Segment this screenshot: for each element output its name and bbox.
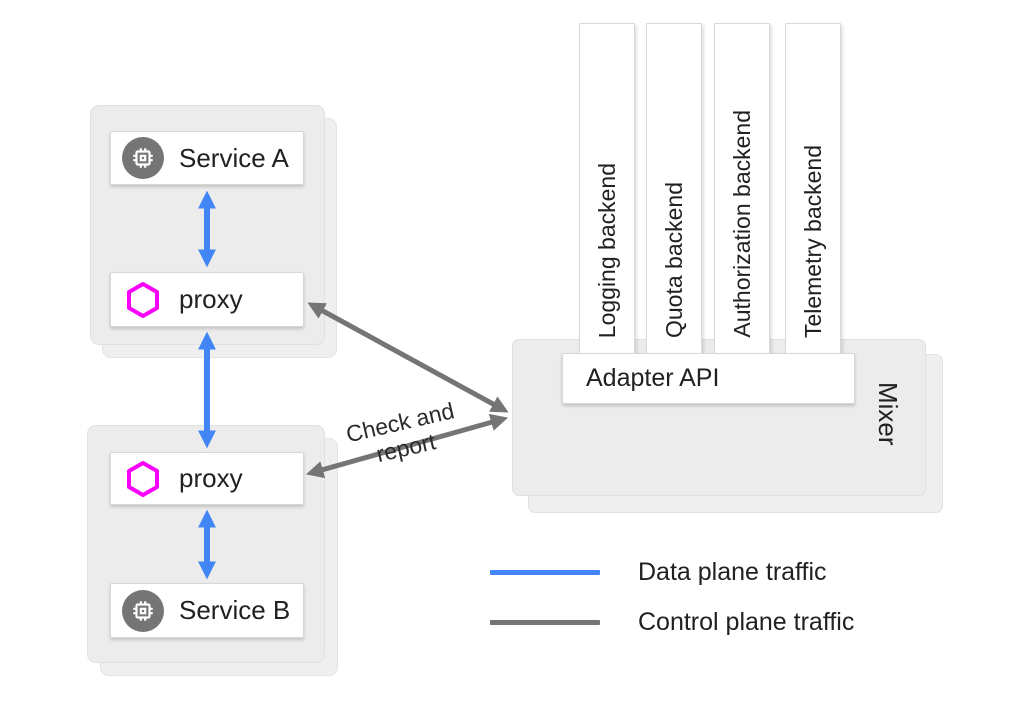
check-and-report-label: Check and report — [343, 397, 457, 468]
backend-bar-authorization: Authorization backend — [714, 23, 770, 361]
backend-bar-telemetry: Telemetry backend — [785, 23, 841, 361]
adapter-api-box: Adapter API — [562, 353, 855, 404]
backend-label-authorization: Authorization backend — [728, 110, 755, 338]
proxy-a-label: proxy — [179, 284, 243, 314]
backend-label-quota: Quota backend — [660, 181, 687, 338]
legend-control-plane-line — [490, 620, 600, 625]
service-b-label: Service B — [179, 595, 291, 625]
backend-bar-logging: Logging backend — [579, 23, 635, 361]
proxy-hexagon-icon — [122, 279, 164, 321]
chip-icon — [122, 137, 164, 179]
legend-control-plane-label: Control plane traffic — [638, 608, 855, 636]
chip-icon — [122, 589, 164, 632]
service-a-label: Service A — [179, 142, 289, 173]
backend-bar-quota: Quota backend — [646, 23, 702, 361]
control-plane-arrow-proxy-a-mixer — [307, 302, 509, 413]
proxy-b-label: proxy — [179, 463, 243, 493]
mixer-label: Mixer — [873, 382, 903, 446]
proxy-hexagon-icon — [122, 458, 164, 500]
service-a-box: Service A — [110, 131, 304, 185]
backend-label-telemetry: Telemetry backend — [799, 144, 826, 338]
adapter-api-label: Adapter API — [586, 364, 720, 392]
backend-label-logging: Logging backend — [593, 162, 620, 338]
proxy-a-box: proxy — [110, 272, 304, 327]
legend-data-plane-label: Data plane traffic — [638, 558, 827, 586]
legend-data-plane-line — [490, 570, 600, 575]
proxy-b-box: proxy — [110, 452, 304, 505]
service-b-box: Service B — [110, 583, 304, 638]
